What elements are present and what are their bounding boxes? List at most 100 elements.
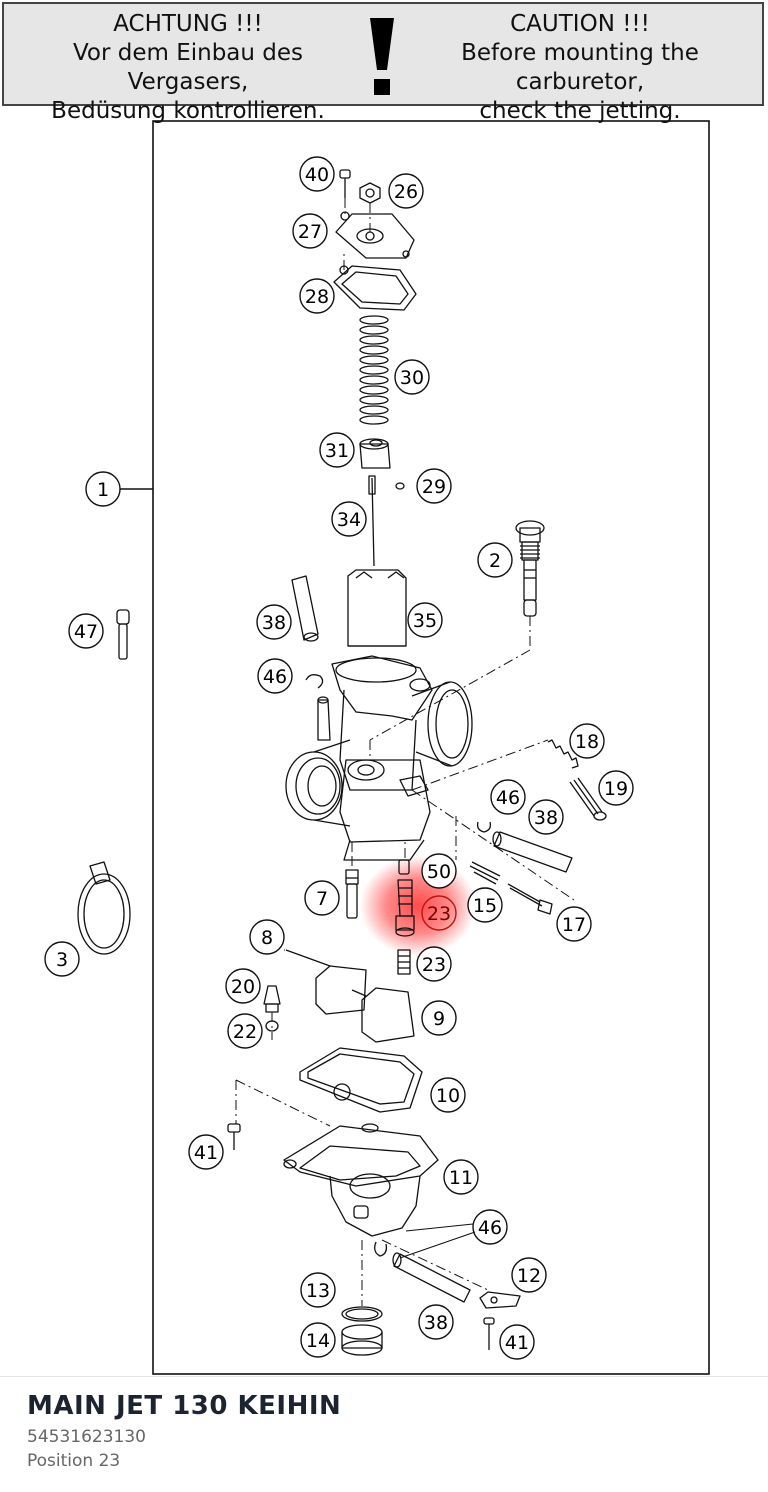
svg-text:17: 17 [562,914,586,936]
svg-text:7: 7 [316,888,328,910]
warning-german-line1: Vor dem Einbau des Vergasers, [72,40,304,95]
callout-19: 19 [598,770,634,806]
svg-text:19: 19 [604,778,628,800]
svg-text:2: 2 [489,550,501,572]
callout-11: 11 [443,1159,479,1195]
diagram-frame [152,120,710,1375]
callout-46: 46 [490,779,526,815]
svg-text:35: 35 [413,610,437,632]
warning-english-title: CAUTION !!! [510,11,650,37]
svg-text:46: 46 [263,666,287,688]
svg-text:38: 38 [262,612,286,634]
svg-text:18: 18 [575,731,599,753]
callout-15: 15 [467,887,503,923]
warning-german-line2: Bedüsung kontrollieren. [51,98,325,124]
svg-text:13: 13 [306,1280,330,1302]
callout-23-highlighted: 23 [421,895,457,931]
svg-text:47: 47 [74,621,98,643]
svg-text:46: 46 [496,787,520,809]
warning-german: ACHTUNG !!! Vor dem Einbau des Vergasers… [12,10,364,126]
callout-40: 40 [299,156,335,192]
part-name: MAIN JET 130 KEIHIN [27,1391,342,1421]
callout-14: 14 [300,1322,336,1358]
svg-text:8: 8 [261,927,273,949]
callout-7: 7 [304,880,340,916]
callout-46: 46 [257,658,293,694]
callout-38: 38 [418,1304,454,1340]
part-caption: MAIN JET 130 KEIHIN 54531623130 Position… [0,1376,768,1492]
callout-29: 29 [416,468,452,504]
spring-30 [359,315,389,425]
svg-text:20: 20 [231,976,255,998]
part-number: 54531623130 [27,1427,146,1447]
part-drawings [77,169,607,1356]
svg-text:12: 12 [517,1265,541,1287]
warning-english-line1: Before mounting the carburetor, [461,40,699,95]
svg-text:23: 23 [427,903,451,925]
leader-lines [284,949,476,1259]
svg-text:28: 28 [305,286,329,308]
callout-47: 47 [68,613,104,649]
svg-text:9: 9 [433,1008,445,1030]
svg-text:29: 29 [422,476,446,498]
carburetor-body [285,655,473,861]
warning-english-line2: check the jetting. [479,98,681,124]
callout-46: 46 [472,1209,508,1245]
svg-text:38: 38 [534,807,558,829]
part-position: Position 23 [27,1451,121,1471]
callout-38: 38 [256,604,292,640]
callout-41: 41 [499,1324,535,1360]
callout-3: 3 [44,941,80,977]
callout-26: 26 [388,173,424,209]
callout-18: 18 [569,723,605,759]
svg-text:50: 50 [427,861,451,883]
callout-8: 8 [249,919,285,955]
callout-2: 2 [477,542,513,578]
svg-text:41: 41 [505,1332,529,1354]
svg-text:34: 34 [337,509,361,531]
svg-text:14: 14 [306,1330,330,1352]
svg-text:11: 11 [449,1167,473,1189]
callout-1: 1 [85,471,121,507]
callout-17: 17 [556,906,592,942]
callout-22: 22 [227,1013,263,1049]
callout-23: 23 [416,946,452,982]
caution-banner: ACHTUNG !!! Vor dem Einbau des Vergasers… [2,2,764,124]
svg-text:3: 3 [56,949,68,971]
exclamation-icon [370,18,394,95]
svg-text:41: 41 [194,1142,218,1164]
callout-20: 20 [225,968,261,1004]
svg-text:31: 31 [325,440,349,462]
carburetor-exploded-diagram: 40 26 27 28 30 31 29 1 34 2 47 38 35 46 … [44,120,710,1375]
svg-text:30: 30 [400,367,424,389]
svg-text:38: 38 [424,1312,448,1334]
callout-35: 35 [407,602,443,638]
svg-text:22: 22 [233,1021,257,1043]
svg-text:15: 15 [473,895,497,917]
svg-text:1: 1 [97,479,109,501]
svg-text:10: 10 [436,1085,460,1107]
callout-9: 9 [421,1000,457,1036]
assembly-lines [235,198,575,1306]
callout-13: 13 [300,1272,336,1308]
callout-41: 41 [188,1134,224,1170]
callout-10: 10 [430,1077,466,1113]
svg-text:46: 46 [478,1217,502,1239]
svg-text:27: 27 [298,221,322,243]
warning-english: CAUTION !!! Before mounting the carburet… [396,10,764,126]
svg-text:26: 26 [394,181,418,203]
callout-27: 27 [292,213,328,249]
callout-30: 30 [394,359,430,395]
callout-34: 34 [331,501,367,537]
svg-text:23: 23 [422,954,446,976]
svg-text:40: 40 [305,164,329,186]
needle-jet-23 [395,879,415,937]
callout-28: 28 [299,278,335,314]
callout-31: 31 [319,432,355,468]
callout-38: 38 [528,799,564,835]
warning-german-title: ACHTUNG !!! [113,11,263,37]
highlight-glow [360,856,476,956]
callout-12: 12 [511,1257,547,1293]
float-bowl [283,1123,439,1237]
callout-50: 50 [421,853,457,889]
